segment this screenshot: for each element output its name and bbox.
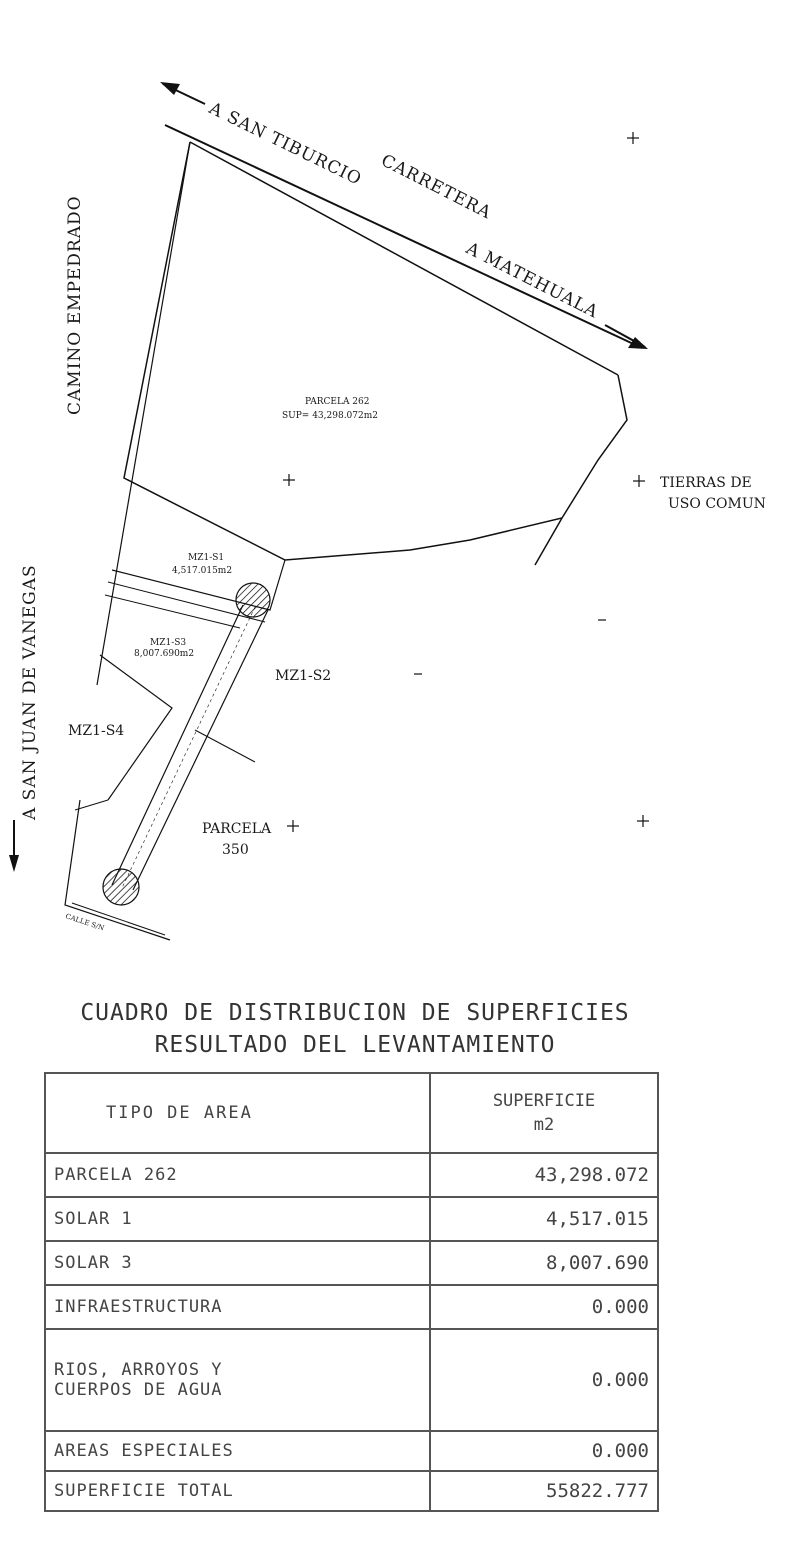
arrow-right-icon xyxy=(604,324,648,349)
row-name: SOLAR 3 xyxy=(44,1240,431,1286)
table-row: RIOS, ARROYOS Y CUERPOS DE AGUA 0.000 xyxy=(44,1328,659,1432)
mz1-s4-label: MZ1-S4 xyxy=(68,723,124,739)
table-row-total: SUPERFICIE TOTAL 55822.777 xyxy=(44,1470,659,1512)
row-name: INFRAESTRUCTURA xyxy=(44,1284,431,1330)
parcela-262-name: PARCELA 262 xyxy=(305,397,369,407)
turnaround-circle-bottom xyxy=(102,868,140,906)
survey-map: A SAN TIBURCIO CARRETERA A MATEHUALA CAM… xyxy=(9,82,766,941)
mz1-s1-area: 4,517.015m2 xyxy=(172,566,232,576)
row-name: RIOS, ARROYOS Y CUERPOS DE AGUA xyxy=(44,1328,431,1432)
solar-1-inner xyxy=(107,581,266,623)
header-superficie-unit: m2 xyxy=(533,1115,555,1135)
road-label-carretera: CARRETERA xyxy=(378,151,495,224)
access-road-left xyxy=(111,604,244,886)
highway-line xyxy=(164,124,643,349)
parcela-350-line1: PARCELA xyxy=(202,821,272,837)
row-name-line1: RIOS, ARROYOS Y xyxy=(54,1360,223,1380)
distribution-table-section: CUADRO DE DISTRIBUCION DE SUPERFICIES RE… xyxy=(0,990,700,1542)
east-line xyxy=(534,517,563,566)
row-name: SUPERFICIE TOTAL xyxy=(44,1470,431,1512)
table-subtitle: RESULTADO DEL LEVANTAMIENTO xyxy=(154,1032,556,1058)
row-value: 0.000 xyxy=(429,1430,659,1472)
row-name-line2: CUERPOS DE AGUA xyxy=(54,1380,223,1400)
parcela-262-boundary xyxy=(123,141,628,561)
parcela-350-line2: 350 xyxy=(222,842,249,858)
calle-boundary xyxy=(64,799,171,941)
row-value: 0.000 xyxy=(429,1328,659,1432)
turnaround-circle-top xyxy=(235,582,271,618)
arrow-down-icon xyxy=(9,855,19,872)
tierras-label-1: TIERRAS DE xyxy=(660,475,752,491)
row-value: 0.000 xyxy=(429,1284,659,1330)
san-juan-label: A SAN JUAN DE VANEGAS xyxy=(20,564,40,821)
header-superficie-label: SUPERFICIE xyxy=(492,1091,596,1111)
row-value: 55822.777 xyxy=(429,1470,659,1512)
road-label-matehuala: A MATEHUALA xyxy=(462,238,602,322)
table-row: SOLAR 1 4,517.015 xyxy=(44,1196,659,1242)
table-row: INFRAESTRUCTURA 0.000 xyxy=(44,1284,659,1330)
mz1-s3-area: 8,007.690m2 xyxy=(134,649,194,659)
row-value: 8,007.690 xyxy=(429,1240,659,1286)
tierras-label-2: USO COMUN xyxy=(668,496,766,512)
solar-1-boundary xyxy=(111,559,286,611)
row-name: AREAS ESPECIALES xyxy=(44,1430,431,1472)
calle-line xyxy=(71,902,166,936)
side-branch xyxy=(194,729,256,763)
header-tipo-area: TIPO DE AREA xyxy=(44,1072,431,1154)
west-line xyxy=(74,799,109,811)
camino-empedrado-line xyxy=(96,141,191,686)
solar-3-top xyxy=(104,594,241,629)
access-road-right xyxy=(132,609,269,891)
parcela-262-top-edge xyxy=(189,141,619,376)
mz1-s3-name: MZ1-S3 xyxy=(150,638,186,648)
table-row: SOLAR 3 8,007.690 xyxy=(44,1240,659,1286)
table-row: PARCELA 262 43,298.072 xyxy=(44,1152,659,1198)
solar-3-boundary xyxy=(99,654,173,801)
road-label-san-tiburcio: A SAN TIBURCIO xyxy=(205,98,365,190)
row-value: 43,298.072 xyxy=(429,1152,659,1198)
calle-label: CALLE S/N xyxy=(64,912,105,932)
row-name: SOLAR 1 xyxy=(44,1196,431,1242)
mz1-s2-label: MZ1-S2 xyxy=(275,668,331,684)
survey-cross-icon xyxy=(283,132,649,832)
row-name: PARCELA 262 xyxy=(44,1152,431,1198)
camino-empedrado-label: CAMINO EMPEDRADO xyxy=(65,195,85,415)
mz1-s1-name: MZ1-S1 xyxy=(188,553,224,563)
row-value: 4,517.015 xyxy=(429,1196,659,1242)
access-road-center xyxy=(121,606,256,889)
table-title: CUADRO DE DISTRIBUCION DE SUPERFICIES xyxy=(80,1000,630,1026)
arrow-left-icon xyxy=(160,82,206,105)
header-superficie: SUPERFICIE m2 xyxy=(429,1072,659,1154)
distribution-table: TIPO DE AREA SUPERFICIE m2 PARCELA 262 4… xyxy=(44,1072,659,1512)
table-row: AREAS ESPECIALES 0.000 xyxy=(44,1430,659,1472)
parcela-262-area: SUP= 43,298.072m2 xyxy=(282,411,378,421)
table-header-row: TIPO DE AREA SUPERFICIE m2 xyxy=(44,1072,659,1154)
